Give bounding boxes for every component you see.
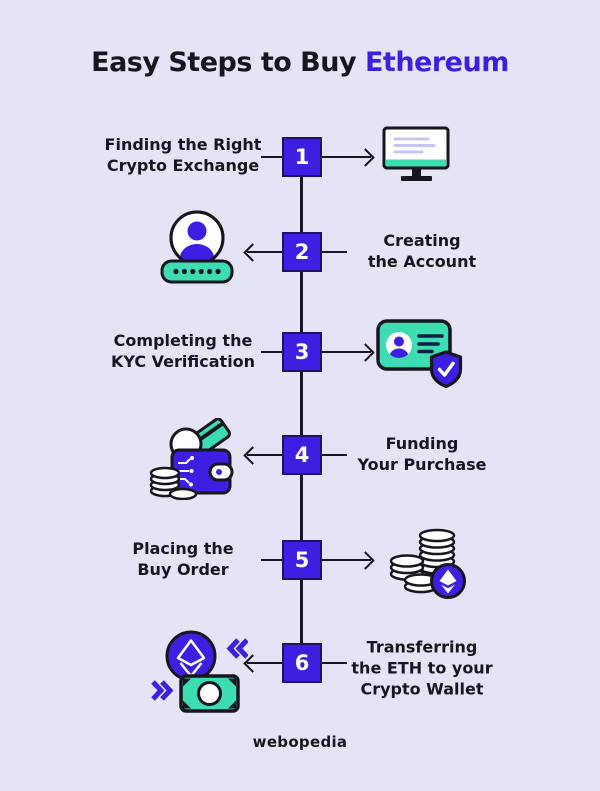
step-4-number-box: 4	[282, 435, 322, 475]
ethereum-cash-transfer-icon	[150, 630, 249, 718]
step-3-label: Completing the KYC Verification	[110, 330, 256, 371]
step-6-number-box: 6	[282, 643, 322, 683]
page-title-main: Easy Steps to Buy	[91, 47, 365, 78]
account-password-icon	[157, 210, 237, 284]
page-title: Easy Steps to Buy Ethereum	[0, 47, 600, 78]
step-1-number-box: 1	[282, 137, 322, 177]
page-title-accent: Ethereum	[364, 47, 509, 78]
step-4-label: Funding Your Purchase	[357, 433, 487, 474]
step-5-number-box: 5	[282, 540, 322, 580]
id-card-shield-check-icon	[376, 319, 466, 389]
step-1-label: Finding the Right Crypto Exchange	[104, 134, 262, 175]
step-6-label: Transferring the ETH to your Crypto Wall…	[351, 637, 493, 699]
step-3-number-box: 3	[282, 332, 322, 372]
monitor-icon	[382, 126, 452, 184]
coin-stacks-ethereum-icon	[385, 522, 473, 602]
webopedia-logo: webopedia	[252, 733, 348, 751]
wallet-coins-card-icon	[148, 417, 240, 501]
timeline-line	[300, 157, 303, 663]
step-2-label: Creating the Account	[367, 230, 477, 271]
step-2-number-box: 2	[282, 232, 322, 272]
step-5-label: Placing the Buy Order	[132, 538, 234, 579]
